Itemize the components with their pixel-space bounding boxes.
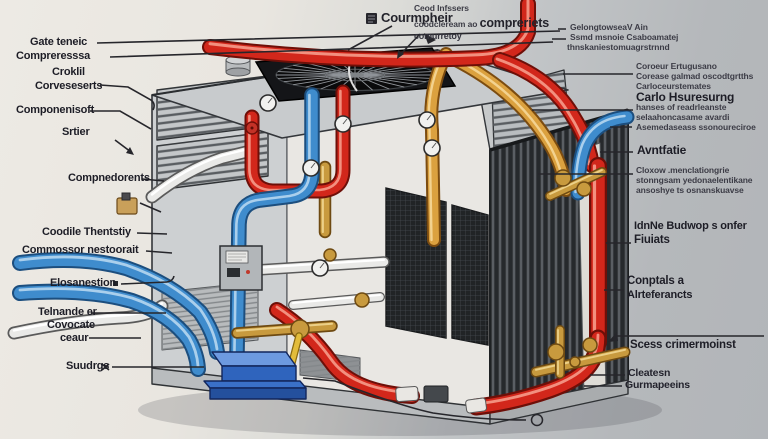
label-right-e3: ansoshye ts osnanskuavse (636, 185, 744, 195)
label-right-e2: stonngsam yedonaelentikane (636, 175, 753, 185)
label-componenisoft: Componenisoft (16, 104, 95, 116)
label-corveseserts: Corveseserts (35, 80, 103, 92)
label-ceaur: ceaur (60, 332, 89, 344)
label-right-b2: Corease galmad oscodtgrtths (636, 71, 754, 81)
label-conptals: Conptals a (627, 275, 684, 287)
label-right-c1: hanses of readrleanste (636, 102, 727, 112)
label-right-c2: selaahoncasame avardi (636, 112, 730, 122)
label-alrteferancts: Alrteferancts (627, 289, 693, 301)
leader-lines (89, 25, 764, 427)
label-idnne-budwop: IdnNe Budwop s onfer (634, 220, 747, 232)
label-covocate: Covocate (47, 319, 95, 331)
label-croklil: Croklil (52, 66, 85, 78)
label-compnedorents: Compnedorents (68, 172, 150, 184)
label-right-a1: GelongtowseaV Ain (570, 22, 648, 32)
label-suudrgs: Suudrgs (66, 360, 110, 372)
label-right-a3: thnskaniestomuagrstrnnd (567, 42, 670, 52)
gauge-icons (259, 94, 441, 277)
label-courmpheir: Courmpheir (381, 10, 453, 25)
control-box (219, 245, 263, 291)
label-cleatesn: Cleatesn (628, 367, 671, 379)
label-line: Ceod Infssers (414, 3, 469, 13)
label-top-block: Ceod Infssers coodcleream ao compreriets… (414, 3, 549, 42)
blue-base (203, 351, 307, 400)
label-right-e1: Cloxow .menclationgrie (636, 165, 730, 175)
label-commossor: Commossor nestoorait (22, 244, 139, 256)
label-coodile-thentstiy: Coodile Thentstiy (42, 226, 131, 238)
label-elosanestion: Elosanestion (50, 277, 117, 289)
label-line-part: compreriets (479, 15, 550, 30)
label-right-a2: Ssmd msnoie Csaboamatej (570, 32, 679, 42)
label-avntfatie: Avntfatie (637, 143, 687, 157)
leader-markers (113, 13, 618, 342)
label-scess: Scess crimermoinst (630, 339, 736, 351)
label-gurmapeeins: Gurmapeeins (625, 379, 690, 391)
label-right-c3: Asemedaseass ssonoureciroe (636, 122, 756, 132)
label-telnande: Telnande er (38, 306, 97, 318)
label-gate-teneic: Gate teneic (30, 36, 88, 48)
label-carlo-hsuresurng: Carlo Hsuresurng (636, 90, 735, 104)
label-fiuiats: Fiuiats (634, 234, 670, 246)
label-right-b3: Carloceurstemates (636, 81, 711, 91)
label-line: comurretoy (414, 31, 462, 42)
label-line: coodcleream ao compreriets (414, 14, 549, 32)
label-srtier: Srtier (62, 126, 90, 138)
wedge-icon (424, 33, 436, 44)
label-line-part: coodcleream ao (414, 18, 480, 29)
label-compreresssa: Compreresssa (16, 50, 91, 62)
tag-icon (366, 13, 377, 24)
fittings-and-gauges (245, 94, 598, 414)
brass-fitting-icon (116, 192, 138, 215)
label-right-b1: Coroeur Ertugusano (636, 61, 717, 71)
square-marker-icon (113, 281, 118, 286)
circle-callout-icon (530, 413, 544, 427)
